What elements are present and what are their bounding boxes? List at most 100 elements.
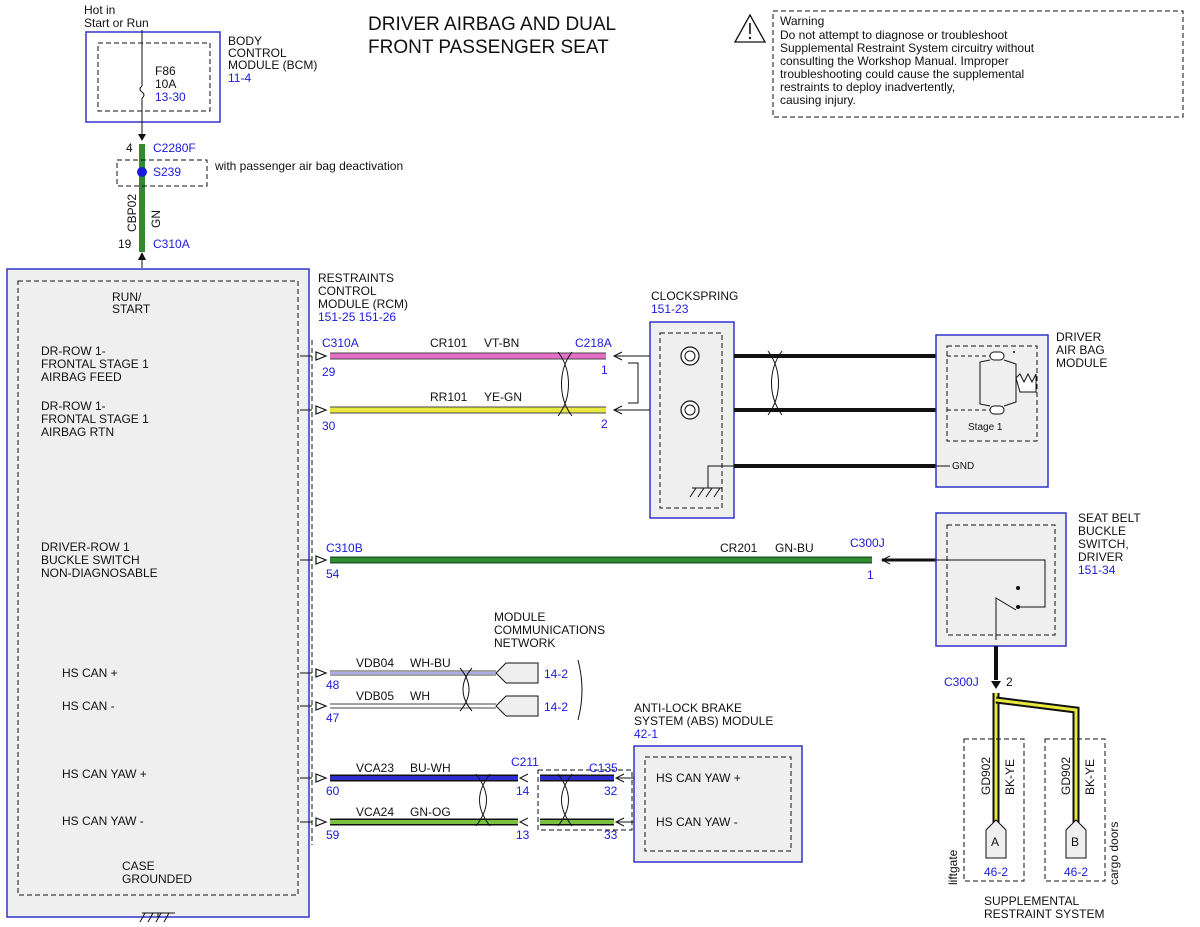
warning-line: causing injury. — [780, 93, 856, 107]
rcm-case-label: GROUNDED — [122, 872, 192, 886]
circuit-label: GD902 — [1059, 757, 1073, 795]
bcm-module: BODY CONTROL MODULE (BCM) 11-4 F86 10A 1… — [85, 31, 317, 123]
seatbelt-name: SEAT BELT — [1078, 511, 1141, 525]
abs-ref: 42-1 — [634, 727, 658, 741]
pin-number: 2 — [601, 417, 608, 431]
connector-arrow-icon — [138, 134, 146, 141]
connector-arrow-icon — [315, 351, 328, 361]
connector-label: C300J — [944, 675, 979, 689]
rcm-pin-label: FRONTAL STAGE 1 — [41, 357, 149, 371]
rcm-name: MODULE (RCM) — [318, 297, 408, 311]
ground-ref: 46-2 — [1064, 865, 1088, 879]
circuit-label: VDB04 — [356, 656, 394, 670]
pin-number: 33 — [604, 828, 618, 842]
coil-icon — [680, 400, 700, 420]
bracket — [577, 659, 583, 721]
connector-arrow-icon — [315, 668, 328, 678]
seatbelt-name: SWITCH, — [1078, 537, 1129, 551]
warning-heading: Warning — [780, 14, 824, 28]
rcm-name: RESTRAINTS — [318, 271, 394, 285]
rcm-module: RUN/ START DR-ROW 1- FRONTAL STAGE 1 AIR… — [6, 268, 310, 918]
pin-number: 60 — [326, 784, 340, 798]
wire-vdb05 — [330, 703, 496, 709]
system-label: SUPPLEMENTAL — [984, 894, 1079, 908]
connector-arrow-icon — [315, 817, 328, 827]
circuit-label: GD902 — [979, 757, 993, 795]
airbag-name: MODULE — [1056, 356, 1107, 370]
seatbelt-name: DRIVER — [1078, 550, 1124, 564]
abs-module: HS CAN YAW + HS CAN YAW - — [633, 745, 803, 863]
bcm-name: CONTROL — [228, 46, 287, 60]
rcm-pin-label: DR-ROW 1- — [41, 399, 106, 413]
circuit-label: VCA24 — [356, 805, 394, 819]
warning-line: consulting the Workshop Manual. Improper — [780, 54, 1009, 68]
circuit-label: VDB05 — [356, 689, 394, 703]
bcm-name: BODY — [228, 34, 262, 48]
rcm-case-label: CASE — [122, 859, 155, 873]
ground-terminal-b: B — [1065, 819, 1087, 859]
ground-location: cargo doors — [1107, 822, 1121, 885]
page-ref: 14-2 — [544, 667, 568, 681]
rcm-pin-label: DRIVER-ROW 1 — [41, 540, 130, 554]
warning-line: restraints to deploy inadvertently, — [780, 80, 955, 94]
rcm-name: CONTROL — [318, 284, 377, 298]
rcm-pin-label: HS CAN YAW - — [62, 814, 144, 828]
connector-label: C310A — [153, 237, 190, 251]
twisted-pair-icon — [475, 773, 573, 827]
pin-number: 14 — [516, 784, 530, 798]
connector-arrow-icon — [138, 252, 146, 260]
diagram-title-line2: FRONT PASSENGER SEAT — [368, 37, 609, 58]
rcm-pin-label: HS CAN YAW + — [62, 767, 147, 781]
wire-color-label: VT-BN — [484, 336, 519, 350]
squib-icon — [979, 351, 1037, 415]
splice-label: S239 — [153, 165, 181, 179]
pin-number: 30 — [322, 419, 336, 433]
pin-number: 32 — [604, 784, 618, 798]
twisted-pair-icon — [767, 350, 783, 416]
ground-icon — [689, 487, 722, 498]
wire-vdb04 — [330, 670, 496, 676]
rcm-ref: 151-25 151-26 — [318, 310, 396, 324]
connector-label: C2280F — [153, 141, 196, 155]
c211-connector-box — [537, 769, 633, 831]
seatbelt-ref: 151-34 — [1078, 563, 1116, 577]
pin-number: 48 — [326, 678, 340, 692]
wire-color-label: WH — [410, 689, 430, 703]
circuit-label: RR101 — [430, 390, 468, 404]
fuse-label: F86 — [155, 64, 176, 78]
rcm-pin-label: AIRBAG RTN — [41, 425, 114, 439]
twisted-pair-icon — [459, 667, 473, 712]
clockspring-name: CLOCKSPRING — [651, 289, 738, 303]
wire-color-label: BU-WH — [410, 761, 451, 775]
fuse-icon — [139, 85, 145, 99]
bcm-ref: 11-4 — [228, 71, 251, 85]
ground-letter: A — [991, 835, 999, 849]
seatbelt-name: BUCKLE — [1078, 524, 1126, 538]
connector-label: C211 — [511, 755, 539, 769]
power-source-label: Start or Run — [84, 16, 149, 30]
wire-color-label: BK-YE — [1083, 759, 1097, 795]
warning-line: troubleshooting could cause the suppleme… — [780, 67, 1024, 81]
warning-line: Do not attempt to diagnose or troublesho… — [780, 28, 1008, 42]
pin-number: 59 — [326, 828, 340, 842]
circuit-label: CBP02 — [125, 194, 139, 232]
offpage-arrow-icon — [495, 695, 539, 717]
network-name: NETWORK — [494, 636, 555, 650]
circuit-label: CR101 — [430, 336, 468, 350]
pin-number: 54 — [326, 567, 340, 581]
fuse-ref: 13-30 — [155, 90, 186, 104]
rcm-pin-label: FRONTAL STAGE 1 — [41, 412, 149, 426]
wire-color-label: BK-YE — [1003, 759, 1017, 795]
rcm-run-start: RUN/ — [112, 290, 142, 304]
rcm-pin-label: BUCKLE SWITCH — [41, 553, 140, 567]
twisted-pair-icon — [557, 351, 573, 417]
diagram-title-line1: DRIVER AIRBAG AND DUAL — [368, 14, 616, 35]
ground-letter: B — [1071, 835, 1079, 849]
connector-label: C218A — [575, 336, 612, 350]
pin-number: 4 — [126, 141, 133, 155]
connector-arrow-icon — [315, 773, 328, 783]
connector-label: C300J — [850, 536, 885, 550]
ground-ref: 46-2 — [984, 865, 1008, 879]
system-label: RESTRAINT SYSTEM — [984, 907, 1104, 921]
